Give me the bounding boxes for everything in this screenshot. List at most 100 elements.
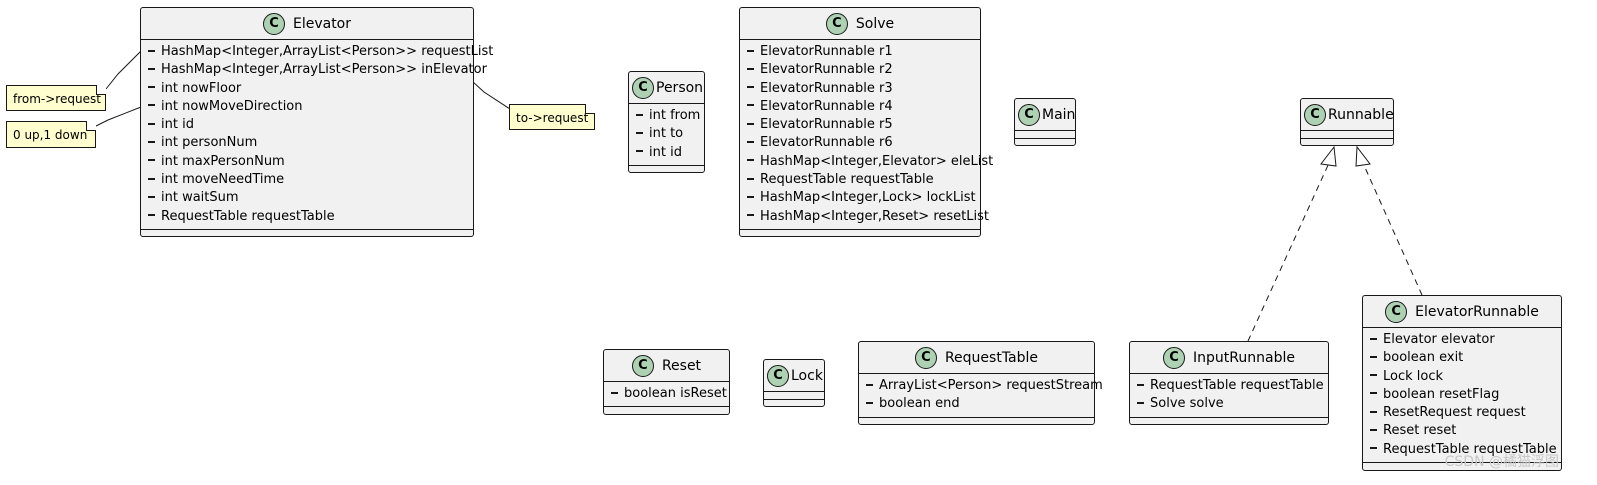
class-methods [764, 400, 824, 407]
field: int id [141, 116, 473, 134]
private-visibility-icon [1370, 447, 1377, 450]
private-visibility-icon [747, 177, 754, 180]
private-visibility-icon [148, 122, 155, 125]
private-visibility-icon [148, 67, 155, 70]
field: int maxPersonNum [141, 153, 473, 171]
private-visibility-icon [747, 140, 754, 143]
class-header: C Solve [740, 8, 980, 40]
note-direction: 0 up,1 down [6, 121, 96, 148]
class-header: C RequestTable [859, 342, 1094, 374]
class-icon: C [1304, 103, 1326, 126]
private-visibility-icon [148, 49, 155, 52]
note-from-request: from->request [6, 85, 106, 111]
field: ElevatorRunnable r6 [740, 134, 980, 152]
class-request-table[interactable]: C RequestTable ArrayList<Person> request… [858, 341, 1103, 425]
class-fields: int from int to int id [629, 104, 704, 166]
field: ElevatorRunnable r4 [740, 98, 980, 116]
class-input-runnable[interactable]: C InputRunnable RequestTable requestTabl… [1129, 341, 1329, 425]
realization-arrowhead-elevator [1355, 145, 1371, 167]
private-visibility-icon [1370, 428, 1377, 431]
field: int id [629, 144, 704, 162]
realization-input-runnable [1247, 162, 1330, 342]
field: int moveNeedTime [141, 171, 473, 189]
class-lock[interactable]: C Lock [763, 359, 825, 407]
class-header: C Elevator [141, 8, 473, 40]
private-visibility-icon [747, 49, 754, 52]
note-to-request: to->request [509, 104, 595, 130]
field: int nowFloor [141, 80, 473, 98]
class-name: Runnable [1328, 106, 1394, 123]
private-visibility-icon [866, 383, 873, 386]
private-visibility-icon [747, 159, 754, 162]
class-reset[interactable]: C Reset boolean isReset [603, 349, 730, 415]
class-fields: Elevator elevator boolean exit Lock lock… [1363, 328, 1561, 464]
private-visibility-icon [747, 122, 754, 125]
class-methods [859, 418, 1094, 425]
private-visibility-icon [1370, 392, 1377, 395]
private-visibility-icon [148, 177, 155, 180]
class-methods [1130, 418, 1328, 425]
private-visibility-icon [148, 86, 155, 89]
note-link-from-request [105, 50, 142, 90]
note-link-direction [95, 106, 142, 127]
class-header: C ElevatorRunnable [1363, 296, 1561, 328]
field: ResetRequest request [1363, 404, 1561, 422]
note-fold [86, 121, 96, 131]
note-fold [585, 104, 595, 114]
field: RequestTable requestTable [141, 208, 473, 226]
class-icon: C [632, 76, 654, 99]
field: ElevatorRunnable r2 [740, 61, 980, 79]
class-icon: C [631, 354, 654, 377]
private-visibility-icon [1370, 355, 1377, 358]
class-main[interactable]: C Main [1014, 98, 1076, 146]
class-fields [764, 392, 824, 400]
field: ElevatorRunnable r3 [740, 80, 980, 98]
note-text: 0 up,1 down [13, 128, 88, 142]
field: HashMap<Integer,ArrayList<Person>> reque… [141, 43, 493, 61]
realization-arrowhead-input [1320, 145, 1337, 167]
field: HashMap<Integer,Elevator> eleList [740, 153, 993, 171]
field: Solve solve [1130, 395, 1328, 413]
private-visibility-icon [148, 104, 155, 107]
class-icon: C [825, 12, 848, 35]
class-fields: ArrayList<Person> requestStream boolean … [859, 374, 1103, 418]
class-elevator-runnable[interactable]: C ElevatorRunnable Elevator elevator boo… [1362, 295, 1562, 471]
private-visibility-icon [148, 159, 155, 162]
field: boolean isReset [604, 385, 729, 403]
class-runnable[interactable]: C Runnable [1300, 98, 1394, 146]
class-name: RequestTable [944, 349, 1039, 366]
field: int from [629, 107, 704, 125]
class-solve[interactable]: C Solve ElevatorRunnable r1 ElevatorRunn… [739, 7, 993, 237]
class-name: ElevatorRunnable [1415, 303, 1539, 320]
private-visibility-icon [747, 214, 754, 217]
field: Reset reset [1363, 422, 1561, 440]
class-header: C Runnable [1301, 99, 1394, 131]
private-visibility-icon [747, 86, 754, 89]
private-visibility-icon [1137, 401, 1144, 404]
field: HashMap<Integer,ArrayList<Person>> inEle… [141, 61, 487, 79]
class-fields: HashMap<Integer,ArrayList<Person>> reque… [141, 40, 493, 230]
class-name: Reset [661, 357, 702, 374]
class-icon: C [1163, 346, 1186, 369]
class-icon: C [262, 12, 285, 35]
field: HashMap<Integer,Lock> lockList [740, 189, 980, 207]
class-icon: C [767, 364, 789, 387]
private-visibility-icon [148, 195, 155, 198]
class-elevator[interactable]: C Elevator HashMap<Integer,ArrayList<Per… [140, 7, 493, 237]
class-name: Person [656, 79, 704, 96]
class-fields: ElevatorRunnable r1 ElevatorRunnable r2 … [740, 40, 993, 230]
private-visibility-icon [1370, 374, 1377, 377]
class-person[interactable]: C Person int from int to int id [628, 71, 705, 173]
private-visibility-icon [1370, 410, 1377, 413]
class-name: InputRunnable [1193, 349, 1295, 366]
private-visibility-icon [636, 113, 643, 116]
field: int personNum [141, 134, 473, 152]
field: boolean resetFlag [1363, 386, 1561, 404]
class-methods [1301, 139, 1393, 146]
private-visibility-icon [747, 67, 754, 70]
note-text: to->request [516, 111, 589, 125]
note-fold [96, 85, 106, 95]
class-methods [629, 166, 704, 173]
private-visibility-icon [148, 140, 155, 143]
field: int waitSum [141, 189, 473, 207]
